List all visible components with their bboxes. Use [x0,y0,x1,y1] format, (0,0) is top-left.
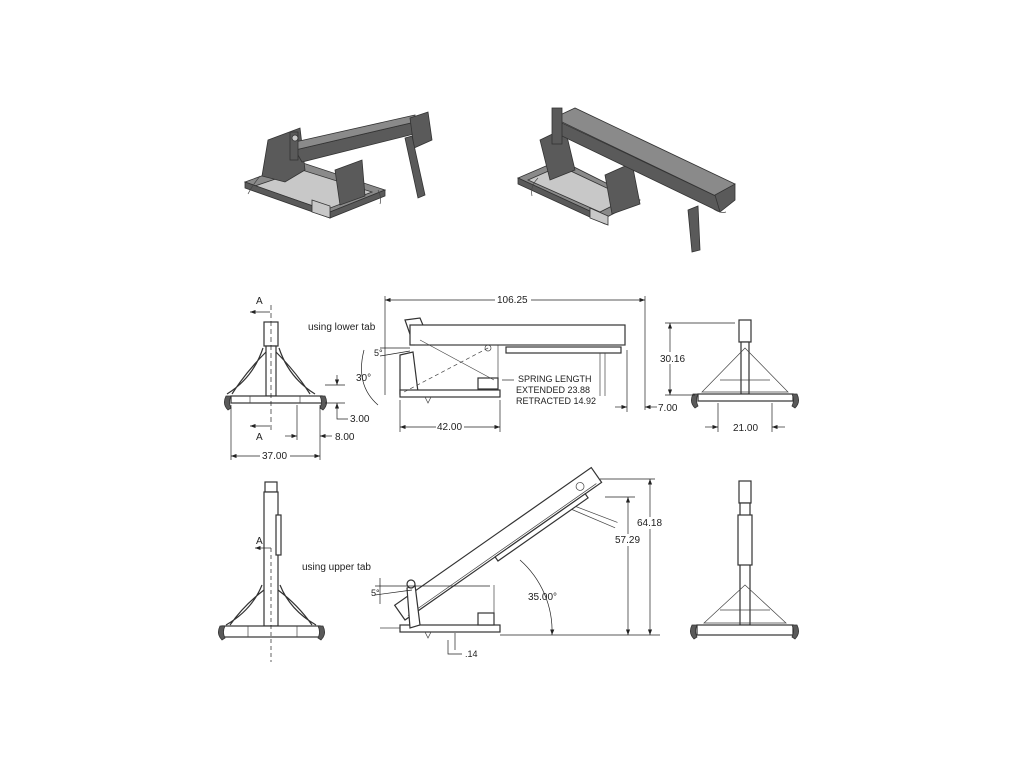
side-view-lower: using lower tab 5° 30° 106.25 42.00 SPRI… [308,294,678,433]
dim-30-16: 30.16 [660,354,685,365]
dim-57-29: 57.29 [615,535,640,546]
spring-title: SPRING LENGTH [518,374,592,384]
front-view-lower: A A 37.00 8.00 3.00 [224,296,370,462]
spring-retracted: RETRACTED 14.92 [516,396,596,406]
section-label: A [256,432,263,443]
angle-tab-upper: 5° [371,588,380,598]
dim-42: 42.00 [437,422,462,433]
spring-extended: EXTENDED 23.88 [516,385,590,395]
dim-21: 21.00 [733,423,758,434]
dim-37: 37.00 [262,451,287,462]
dim-106-25: 106.25 [497,295,528,306]
isometric-view-lowered [243,111,433,219]
angle-range: 30° [356,373,371,384]
rear-view-upper [690,480,799,640]
dim-0-14: .14 [465,649,478,659]
note-upper-tab: using upper tab [302,562,371,573]
boom-angle: 35.00° [528,592,557,603]
dim-64-18: 64.18 [637,518,662,529]
dim-3: 3.00 [350,414,370,425]
section-label: A [256,536,263,547]
note-lower-tab: using lower tab [308,322,376,333]
angle-tab-lower: 5° [374,348,383,358]
dim-7: 7.00 [658,403,678,414]
dim-8: 8.00 [335,432,355,443]
rear-view-lower: 30.16 21.00 [660,319,799,434]
front-view-upper: A [218,481,325,662]
isometric-view-extended [517,107,736,253]
section-label: A [256,296,263,307]
side-view-upper: using upper tab 5° .14 35.00° 57.29 64.1… [302,466,662,659]
